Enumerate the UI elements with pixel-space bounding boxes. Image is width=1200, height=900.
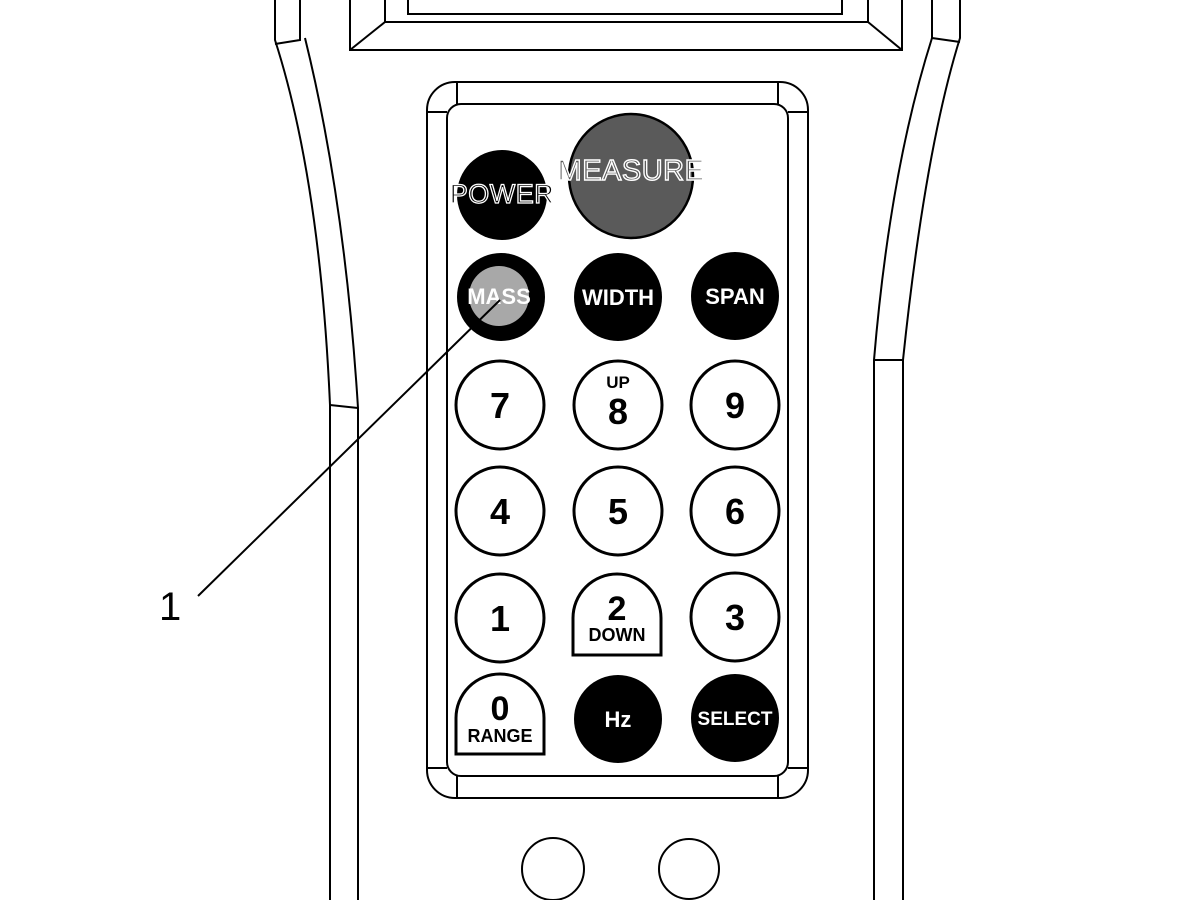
- mass-button[interactable]: MASS: [457, 253, 545, 341]
- device-body: [274, 0, 961, 900]
- key-3[interactable]: 3: [689, 571, 781, 663]
- measure-button[interactable]: MEASURE: [557, 112, 705, 240]
- select-label: SELECT: [698, 709, 773, 730]
- connector-right: [658, 838, 720, 900]
- key-4-label: 4: [490, 491, 510, 532]
- key-2-label: 2: [608, 590, 627, 628]
- key-6[interactable]: 6: [689, 465, 781, 557]
- key-9-label: 9: [725, 385, 745, 426]
- key-7-label: 7: [490, 385, 510, 426]
- key-2-sublabel: DOWN: [589, 625, 646, 645]
- hz-label: Hz: [605, 707, 632, 732]
- span-label: SPAN: [705, 284, 765, 309]
- key-8[interactable]: UP 8: [572, 359, 664, 451]
- key-8-sublabel: UP: [606, 373, 630, 392]
- connector-left: [521, 837, 585, 900]
- key-3-label: 3: [725, 597, 745, 638]
- key-5[interactable]: 5: [572, 465, 664, 557]
- key-5-label: 5: [608, 491, 628, 532]
- width-label: WIDTH: [582, 285, 654, 310]
- key-2[interactable]: 2 DOWN: [571, 572, 663, 657]
- key-9[interactable]: 9: [689, 359, 781, 451]
- power-label: POWER: [450, 179, 555, 209]
- callout-leader-line: [197, 299, 501, 597]
- key-4[interactable]: 4: [454, 465, 546, 557]
- select-button[interactable]: SELECT: [691, 674, 779, 762]
- mass-label: MASS: [467, 284, 531, 309]
- key-1[interactable]: 1: [454, 572, 546, 664]
- keypad-frame: [426, 81, 809, 799]
- key-7[interactable]: 7: [454, 359, 546, 451]
- key-0-label: 0: [491, 690, 510, 728]
- key-0[interactable]: 0 RANGE: [454, 672, 546, 756]
- power-button[interactable]: POWER: [449, 150, 555, 240]
- key-8-label: 8: [608, 391, 628, 432]
- key-0-sublabel: RANGE: [467, 726, 532, 746]
- width-button[interactable]: WIDTH: [574, 253, 662, 341]
- measure-label: MEASURE: [558, 155, 705, 187]
- callout-number: 1: [159, 585, 181, 629]
- hz-button[interactable]: Hz: [574, 675, 662, 763]
- key-6-label: 6: [725, 491, 745, 532]
- mass-highlight: [469, 266, 529, 326]
- key-1-label: 1: [490, 598, 510, 639]
- span-button[interactable]: SPAN: [691, 252, 779, 340]
